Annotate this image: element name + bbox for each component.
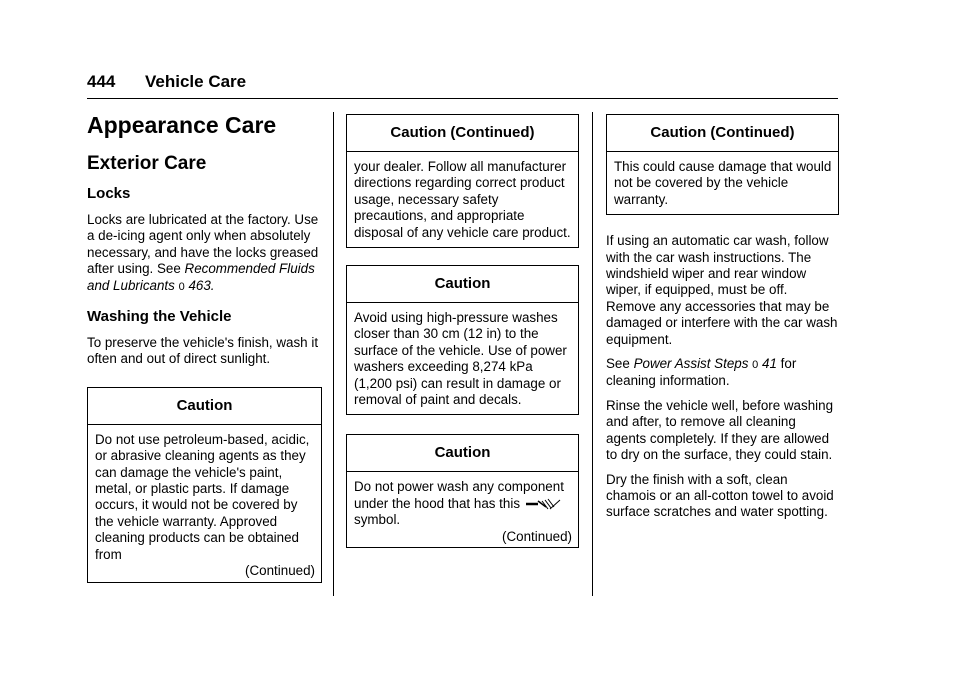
page-header: 444 Vehicle Care bbox=[87, 72, 246, 92]
page-title: Appearance Care bbox=[87, 112, 277, 138]
caution-body-end: symbol. bbox=[354, 512, 401, 528]
locks-text: Locks are lubricated at the factory. Use… bbox=[87, 212, 319, 277]
caution-text: your dealer. Follow all manufacturer dir… bbox=[354, 159, 571, 240]
section-subtitle: Exterior Care bbox=[87, 153, 207, 174]
caution-title: Caution (Continued) bbox=[347, 115, 578, 152]
caution-title: Caution bbox=[88, 388, 321, 425]
rinse-paragraph: Rinse the vehicle well, before washing a… bbox=[606, 397, 834, 463]
column-2: Caution (Continued) your dealer. Follow … bbox=[346, 114, 579, 549]
column-divider-1 bbox=[333, 112, 334, 596]
power-assist-page[interactable]: 41 bbox=[762, 356, 777, 372]
locks-reference-page[interactable]: 463 bbox=[188, 277, 211, 293]
caution-box-2: Caution Avoid using high-pressure washes… bbox=[346, 265, 579, 416]
column-1: Appearance Care Exterior Care Locks Lock… bbox=[87, 108, 322, 583]
power-assist-end: for cleaning information. bbox=[606, 356, 797, 389]
car-wash-paragraph: If using an automatic car wash, follow w… bbox=[606, 233, 838, 347]
caution-box-1: Caution Do not use petroleum-based, acid… bbox=[87, 386, 322, 583]
continued-label: (Continued) bbox=[245, 563, 315, 579]
caution-text: Avoid using high-pressure washes closer … bbox=[354, 310, 567, 408]
caution-box-continued: Caution (Continued) This could cause dam… bbox=[606, 114, 839, 216]
caution-box-3: Caution Do not power wash any component … bbox=[346, 434, 579, 549]
power-assist-paragraph: See Power Assist Steps 0 41 for cleaning… bbox=[606, 356, 839, 390]
dry-paragraph: Dry the finish with a soft, clean chamoi… bbox=[606, 471, 834, 520]
page-number: 444 bbox=[87, 72, 116, 91]
column-3: Caution (Continued) This could cause dam… bbox=[606, 114, 839, 521]
page-ref-arrow-icon: 0 bbox=[752, 359, 759, 372]
locks-reference-end: . bbox=[210, 277, 215, 293]
power-assist-link[interactable]: Power Assist Steps bbox=[633, 356, 749, 372]
caution-body: Do not power wash any component under th… bbox=[354, 479, 564, 511]
under-hood-symbol-icon bbox=[525, 499, 561, 510]
locks-reference-link[interactable]: Recommended Fluids and Lubricants bbox=[87, 261, 315, 293]
caution-text: Do not use petroleum-based, acidic, or a… bbox=[88, 425, 321, 582]
header-rule bbox=[87, 98, 838, 99]
locks-paragraph: Locks are lubricated at the factory. Use… bbox=[87, 212, 322, 295]
see-text: See bbox=[606, 356, 630, 372]
caution-text: Do not power wash any component under th… bbox=[347, 472, 578, 547]
caution-body: Do not use petroleum-based, acidic, or a… bbox=[95, 431, 310, 562]
section-title: Vehicle Care bbox=[145, 72, 247, 91]
caution-title: Caution bbox=[347, 266, 578, 304]
column-divider-2 bbox=[592, 112, 593, 596]
locks-heading: Locks bbox=[87, 185, 131, 202]
washing-heading: Washing the Vehicle bbox=[87, 308, 232, 326]
caution-title: Caution bbox=[347, 435, 578, 473]
washing-text: To preserve the vehicle's finish, wash i… bbox=[87, 335, 319, 367]
caution-text: This could cause damage that would not b… bbox=[614, 159, 832, 207]
continued-label: (Continued) bbox=[502, 528, 572, 544]
caution-title: Caution (Continued) bbox=[607, 115, 838, 152]
caution-box-continued: Caution (Continued) your dealer. Follow … bbox=[346, 114, 579, 249]
page-ref-arrow-icon: 0 bbox=[178, 280, 185, 293]
